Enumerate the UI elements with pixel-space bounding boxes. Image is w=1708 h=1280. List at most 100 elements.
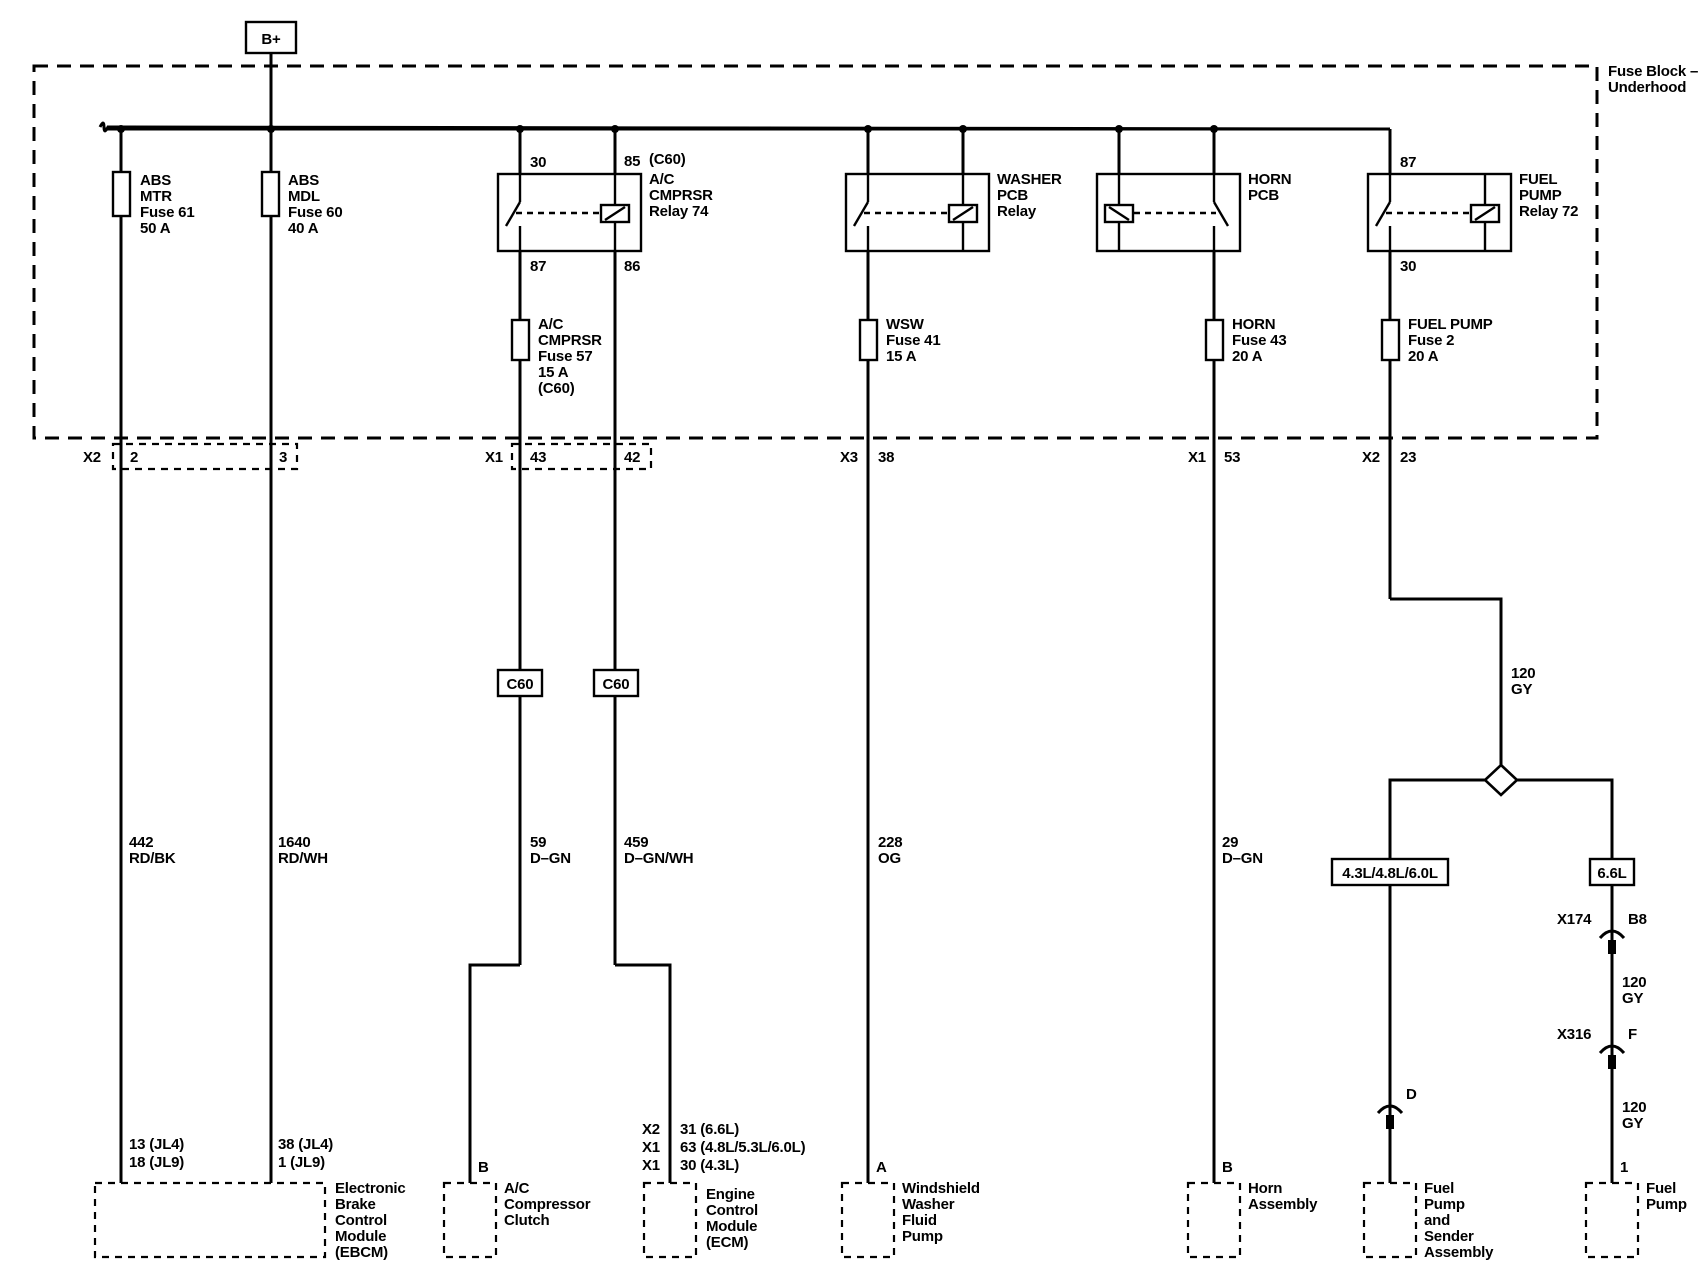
fuse-horn-label: HORN Fuse 43 20 A <box>1232 316 1287 365</box>
svg-text:38: 38 <box>878 449 894 466</box>
splice-diamond <box>1483 763 1519 797</box>
option-box-left: 4.3L/4.8L/6.0L <box>1330 857 1450 887</box>
svg-text:A/C: A/C <box>504 1180 530 1197</box>
wire-label-120-a: 120 GY <box>1622 974 1647 1007</box>
inline-connector-x316: X316 F <box>1557 1026 1637 1069</box>
component-horn-assembly: Horn Assembly <box>1186 1180 1318 1259</box>
option-box-right: 6.6L <box>1588 857 1636 887</box>
svg-text:Fuse 57: Fuse 57 <box>538 348 592 365</box>
svg-text:38 (JL4): 38 (JL4) <box>278 1136 333 1153</box>
svg-text:ABS: ABS <box>140 172 171 189</box>
svg-text:3: 3 <box>279 449 287 466</box>
svg-text:Relay 74: Relay 74 <box>649 203 709 220</box>
svg-text:Relay: Relay <box>997 203 1037 220</box>
svg-text:X316: X316 <box>1557 1026 1591 1043</box>
fuse-block-label-2: Underhood <box>1608 79 1686 96</box>
battery-positive-source: B+ <box>244 20 298 55</box>
svg-text:30 (4.3L): 30 (4.3L) <box>680 1157 739 1174</box>
svg-text:D–GN: D–GN <box>1222 850 1263 867</box>
svg-text:Assembly: Assembly <box>1248 1196 1318 1213</box>
svg-text:A/C: A/C <box>649 171 675 188</box>
svg-text:228: 228 <box>878 834 902 851</box>
svg-text:Horn: Horn <box>1248 1180 1282 1197</box>
fuse-block-outline <box>32 64 1599 440</box>
inline-connector-c60-left: C60 <box>496 668 544 698</box>
washer-pump-pin: A <box>876 1159 887 1176</box>
svg-text:53: 53 <box>1224 449 1240 466</box>
svg-text:1640: 1640 <box>278 834 311 851</box>
relay-ac-pin85-note: (C60) <box>649 151 686 168</box>
svg-text:OG: OG <box>878 850 901 867</box>
svg-text:Windshield: Windshield <box>902 1180 980 1197</box>
component-fuel-pump: Fuel Pump <box>1584 1180 1687 1259</box>
svg-text:63 (4.8L/5.3L/6.0L): 63 (4.8L/5.3L/6.0L) <box>680 1139 806 1156</box>
svg-text:X1: X1 <box>1188 449 1206 466</box>
svg-text:X1: X1 <box>642 1157 660 1174</box>
relay-fuel-pin87: 87 <box>1400 154 1416 171</box>
svg-text:Pump: Pump <box>1646 1196 1687 1213</box>
fuel-pump-pin: 1 <box>1620 1159 1628 1176</box>
svg-text:Fuse 43: Fuse 43 <box>1232 332 1286 349</box>
svg-text:120: 120 <box>1622 974 1646 991</box>
svg-text:Pump: Pump <box>1424 1196 1465 1213</box>
fuse-abs-mtr <box>111 170 132 218</box>
svg-text:Fuse 61: Fuse 61 <box>140 204 194 221</box>
svg-text:GY: GY <box>1511 681 1532 698</box>
svg-text:D–GN/WH: D–GN/WH <box>624 850 693 867</box>
svg-text:29: 29 <box>1222 834 1238 851</box>
svg-text:X1: X1 <box>642 1139 660 1156</box>
svg-text:FUEL: FUEL <box>1519 171 1557 188</box>
component-ac-compressor-clutch: A/C Compressor Clutch <box>442 1180 591 1259</box>
svg-text:F: F <box>1628 1026 1637 1043</box>
svg-text:1 (JL9): 1 (JL9) <box>278 1154 325 1171</box>
svg-text:(C60): (C60) <box>538 380 575 397</box>
connector-x1-b: X1 53 <box>1188 449 1240 466</box>
fuse-ac-cmprsr <box>510 318 531 362</box>
svg-text:(ECM): (ECM) <box>706 1234 749 1251</box>
svg-text:2: 2 <box>130 449 138 466</box>
relay-fuel-label: FUEL PUMP Relay 72 <box>1519 171 1578 220</box>
svg-text:RD/WH: RD/WH <box>278 850 328 867</box>
svg-text:C60: C60 <box>507 676 534 693</box>
fuse-abs-mdl <box>260 170 281 218</box>
svg-text:43: 43 <box>530 449 546 466</box>
svg-text:Assembly: Assembly <box>1424 1244 1494 1261</box>
wire-label-120-main: 120 GY <box>1511 665 1536 698</box>
fuse-fuel-pump <box>1380 318 1401 362</box>
svg-text:13 (JL4): 13 (JL4) <box>129 1136 184 1153</box>
svg-text:MTR: MTR <box>140 188 172 205</box>
component-fuel-pump-sender: Fuel Pump and Sender Assembly <box>1362 1180 1494 1261</box>
inline-connector-c60-right: C60 <box>592 668 640 698</box>
svg-text:ABS: ABS <box>288 172 319 189</box>
svg-text:Module: Module <box>706 1218 757 1235</box>
battery-label: B+ <box>261 31 281 48</box>
svg-text:Sender: Sender <box>1424 1228 1474 1245</box>
relay-fuel-pin30: 30 <box>1400 258 1416 275</box>
svg-text:GY: GY <box>1622 990 1643 1007</box>
svg-text:40 A: 40 A <box>288 220 319 237</box>
svg-text:Fuse 60: Fuse 60 <box>288 204 342 221</box>
svg-text:4.3L/4.8L/6.0L: 4.3L/4.8L/6.0L <box>1342 865 1438 882</box>
fuse-block-label-1: Fuse Block – <box>1608 63 1698 80</box>
svg-text:B8: B8 <box>1628 911 1647 928</box>
svg-text:X2: X2 <box>642 1121 660 1138</box>
svg-text:20 A: 20 A <box>1408 348 1439 365</box>
svg-text:X1: X1 <box>485 449 503 466</box>
svg-text:Compressor: Compressor <box>504 1196 591 1213</box>
svg-text:23: 23 <box>1400 449 1416 466</box>
svg-text:50 A: 50 A <box>140 220 171 237</box>
horn-assembly-pin: B <box>1222 1159 1233 1176</box>
fuse-abs-mdl-label: ABS MDL Fuse 60 40 A <box>288 172 343 237</box>
svg-text:X2: X2 <box>83 449 101 466</box>
fuse-horn <box>1204 318 1225 362</box>
svg-text:459: 459 <box>624 834 648 851</box>
connector-x2-b: X2 23 <box>1362 449 1416 466</box>
svg-text:Washer: Washer <box>902 1196 955 1213</box>
wire-label-1640: 1640 RD/WH <box>278 834 328 867</box>
svg-text:X2: X2 <box>1362 449 1380 466</box>
svg-text:Pump: Pump <box>902 1228 943 1245</box>
svg-text:6.6L: 6.6L <box>1597 865 1626 882</box>
svg-text:X174: X174 <box>1557 911 1592 928</box>
svg-text:X3: X3 <box>840 449 858 466</box>
